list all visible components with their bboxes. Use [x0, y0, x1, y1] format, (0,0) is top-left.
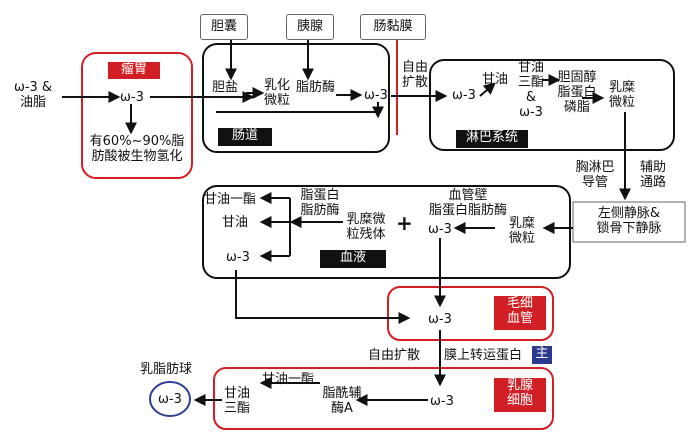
- capillary-region: [387, 286, 554, 341]
- blood-lipoprotein-lipase: 脂蛋白 脂肪酶: [300, 188, 340, 218]
- milk-fat-globule: [149, 381, 191, 417]
- rumen-omega: ω-3: [120, 90, 144, 105]
- rumen-tag: 瘤胃: [108, 62, 160, 79]
- blood-chylomicron: 乳糜 微粒: [508, 216, 535, 246]
- pancreas-box: 胰腺: [286, 14, 334, 40]
- mammary-tag: 乳腺 细胞: [494, 378, 546, 412]
- thoracic-duct-label: 胸淋巴 导管: [575, 160, 615, 190]
- rumen-region: [81, 52, 193, 179]
- mammary-omega: ω-3: [430, 394, 454, 409]
- blood-monoglyceride: 甘油一酯: [204, 192, 257, 207]
- blood-region: [202, 185, 571, 279]
- mammary-acyl-coa: 脂酰辅 酶A: [322, 386, 362, 416]
- mammary-triglyceride: 甘油 三酯: [223, 386, 250, 416]
- mammary-monoglyceride: 甘油一酯: [262, 372, 315, 387]
- blood-omega-left: ω-3: [226, 250, 250, 265]
- transport-active-tag: 主: [532, 346, 552, 364]
- lymph-chylomicron: 乳糜 微粒: [608, 80, 635, 110]
- bile-salt-label: 胆盐: [212, 80, 239, 95]
- blood-plus: +: [396, 211, 413, 235]
- intestinal-mucosa-box: 肠黏膜: [360, 14, 426, 40]
- lipase-label: 脂肪酶: [296, 80, 336, 95]
- vein-box: [572, 201, 686, 243]
- milk-fat-label: 乳脂肪球: [140, 362, 193, 377]
- lymph-triglyceride: 甘油 三酯 & ω-3: [517, 60, 544, 120]
- emulsion-label: 乳化 微粒: [263, 78, 290, 108]
- lymph-cholesterol-group: 胆固醇 脂蛋白 磷脂: [557, 70, 597, 115]
- lymph-omega: ω-3: [452, 88, 476, 103]
- bile-sac-label: 胆囊: [210, 19, 237, 34]
- vein-box-label: 左侧静脉& 锁骨下静脉: [596, 206, 662, 236]
- intestine-tag: 肠道: [218, 128, 272, 146]
- transport-free-diffusion: 自由扩散: [368, 348, 421, 363]
- blood-vessel-wall: 血管壁 脂蛋白脂肪酶: [428, 188, 507, 218]
- aux-path-label: 辅助 通路: [639, 160, 666, 190]
- bile-sac-box: 胆囊: [200, 14, 248, 40]
- blood-omega-mid: ω-3: [428, 222, 452, 237]
- milk-fat-omega: ω-3: [158, 392, 182, 407]
- lymph-glycerol: 甘油: [482, 72, 509, 87]
- free-diffusion-label: 自由 扩散: [401, 60, 428, 90]
- capillary-omega: ω-3: [428, 312, 452, 327]
- input-label: ω-3 & 油脂: [13, 80, 53, 110]
- pancreas-label: 胰腺: [296, 19, 323, 34]
- transport-membrane-protein: 膜上转运蛋白: [444, 348, 523, 363]
- intestine-omega: ω-3: [364, 88, 388, 103]
- blood-remnant: 乳糜微 粒残体: [346, 212, 386, 242]
- lymph-tag: 淋巴系统: [456, 130, 528, 148]
- blood-tag: 血液: [320, 250, 386, 268]
- mammary-region: [213, 367, 554, 430]
- blood-glycerol: 甘油: [222, 215, 249, 230]
- lymph-region: [429, 59, 675, 151]
- rumen-note: 有60%~90%脂 肪酸被生物氢化: [89, 134, 185, 164]
- intestinal-mucosa-label: 肠黏膜: [373, 19, 413, 34]
- capillary-tag: 毛细 血管: [494, 296, 546, 330]
